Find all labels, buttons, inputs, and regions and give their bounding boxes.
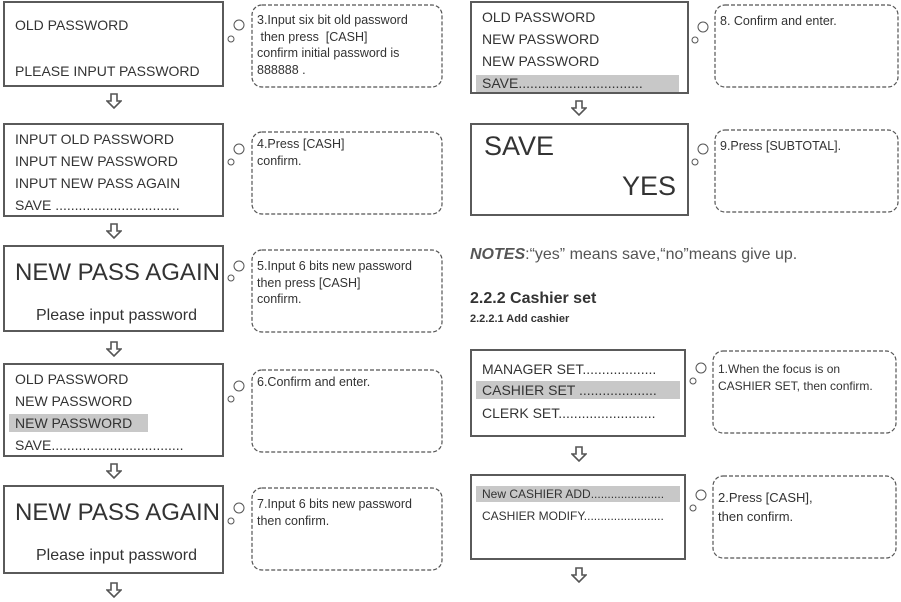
down-arrow-icon xyxy=(106,341,122,357)
screen-line: OLD PASSWORD xyxy=(482,9,596,25)
section-heading: 2.2.2 Cashier set xyxy=(470,290,597,307)
lcd-screen-new-pass-again: NEW PASS AGAIN Please input password xyxy=(3,245,224,332)
screen-title: NEW PASS AGAIN xyxy=(15,499,220,526)
lcd-screen-confirm-new-password: OLD PASSWORD NEW PASSWORD NEW PASSWORD S… xyxy=(3,363,224,457)
thought-bubble-shape xyxy=(227,249,443,333)
screen-line: INPUT NEW PASS AGAIN xyxy=(15,175,181,191)
instruction-text: 8. Confirm and enter. xyxy=(720,14,837,28)
screen-line: NEW PASSWORD xyxy=(482,31,600,47)
instruction-bubble: 6.Confirm and enter. xyxy=(225,368,445,454)
instruction-text: 3.Input six bit old password then press … xyxy=(257,13,408,77)
lcd-screen-save-yes: SAVE YES xyxy=(470,123,689,216)
down-arrow-icon xyxy=(571,567,587,583)
thought-bubble-shape xyxy=(689,350,897,434)
instruction-text: 7.Input 6 bits new password then confirm… xyxy=(257,497,412,528)
instruction-bubble: 5.Input 6 bits new password then press [… xyxy=(225,248,445,334)
screen-line-selected: New CASHIER ADD...................... xyxy=(476,486,680,502)
down-arrow-icon xyxy=(106,223,122,239)
screen-line: NEW PASSWORD xyxy=(482,53,600,69)
lcd-screen-cashier-menu: New CASHIER ADD...................... CA… xyxy=(470,474,686,560)
instruction-bubble: 1.When the focus is on CASHIER SET, then… xyxy=(688,349,899,435)
down-arrow-icon xyxy=(571,100,587,116)
screen-line-selected: NEW PASSWORD xyxy=(9,414,148,432)
screen-line-selected: SAVE................................ xyxy=(476,75,679,92)
screen-title: NEW PASS AGAIN xyxy=(15,259,220,286)
instruction-bubble: 9.Press [SUBTOTAL]. xyxy=(690,128,901,214)
screen-line: NEW PASSWORD xyxy=(15,393,133,409)
screen-line-selected: CASHIER SET .................... xyxy=(476,381,680,399)
down-arrow-icon xyxy=(106,463,122,479)
thought-bubble-shape xyxy=(227,4,443,88)
notes-label: NOTES xyxy=(470,246,526,263)
lcd-screen-set-menu: MANAGER SET................... CASHIER S… xyxy=(470,349,686,437)
screen-line: INPUT OLD PASSWORD xyxy=(15,131,174,147)
down-arrow-icon xyxy=(106,93,122,109)
screen-option: YES xyxy=(622,171,677,201)
instruction-bubble: 8. Confirm and enter. xyxy=(690,3,901,89)
thought-bubble-shape xyxy=(227,487,443,571)
screen-line: SAVE ................................ xyxy=(15,197,180,213)
thought-bubble-shape xyxy=(691,4,899,88)
instruction-text: 6.Confirm and enter. xyxy=(257,375,371,389)
lcd-screen-old-password: OLD PASSWORD PLEASE INPUT PASSWORD xyxy=(3,1,224,87)
screen-line: INPUT NEW PASSWORD xyxy=(15,153,178,169)
thought-bubble-shape xyxy=(689,475,897,559)
down-arrow-icon xyxy=(106,582,122,598)
thought-bubble-shape xyxy=(227,131,443,215)
screen-line: OLD PASSWORD xyxy=(15,371,129,387)
down-arrow-icon xyxy=(571,446,587,462)
lcd-screen-save-selection: OLD PASSWORD NEW PASSWORD NEW PASSWORD S… xyxy=(470,1,689,94)
notes-paragraph: NOTES:“yes” means save,“no”means give up… xyxy=(470,246,797,264)
instruction-text: 5.Input 6 bits new password then press [… xyxy=(257,259,412,306)
lcd-screen-new-pass-again: NEW PASS AGAIN Please input password xyxy=(3,485,224,574)
subsection-heading: 2.2.2.1 Add cashier xyxy=(470,313,570,325)
screen-prompt: Please input password xyxy=(36,547,197,564)
instruction-text: 1.When the focus is on CASHIER SET, then… xyxy=(718,362,873,393)
screen-line: OLD PASSWORD xyxy=(15,17,129,33)
thought-bubble-shape xyxy=(227,369,443,453)
instruction-bubble: 7.Input 6 bits new password then confirm… xyxy=(225,486,445,572)
screen-line: CASHIER MODIFY........................ xyxy=(482,509,664,523)
instruction-text: 2.Press [CASH], then confirm. xyxy=(718,490,813,524)
instruction-bubble: 2.Press [CASH], then confirm. xyxy=(688,474,899,560)
thought-bubble-shape xyxy=(691,129,899,213)
instruction-bubble: 4.Press [CASH] confirm. xyxy=(225,130,445,216)
lcd-screen-password-menu: INPUT OLD PASSWORD INPUT NEW PASSWORD IN… xyxy=(3,123,224,217)
screen-line: PLEASE INPUT PASSWORD xyxy=(15,63,200,79)
screen-line: MANAGER SET................... xyxy=(482,361,657,377)
notes-text: :“yes” means save,“no”means give up. xyxy=(525,246,798,263)
screen-line: CLERK SET......................... xyxy=(482,405,656,421)
screen-prompt: Please input password xyxy=(36,307,197,324)
instruction-bubble: 3.Input six bit old password then press … xyxy=(225,3,445,89)
instruction-text: 9.Press [SUBTOTAL]. xyxy=(720,139,842,153)
screen-line: SAVE.................................. xyxy=(15,437,184,453)
screen-title: SAVE xyxy=(484,131,555,161)
instruction-text: 4.Press [CASH] confirm. xyxy=(257,137,345,168)
